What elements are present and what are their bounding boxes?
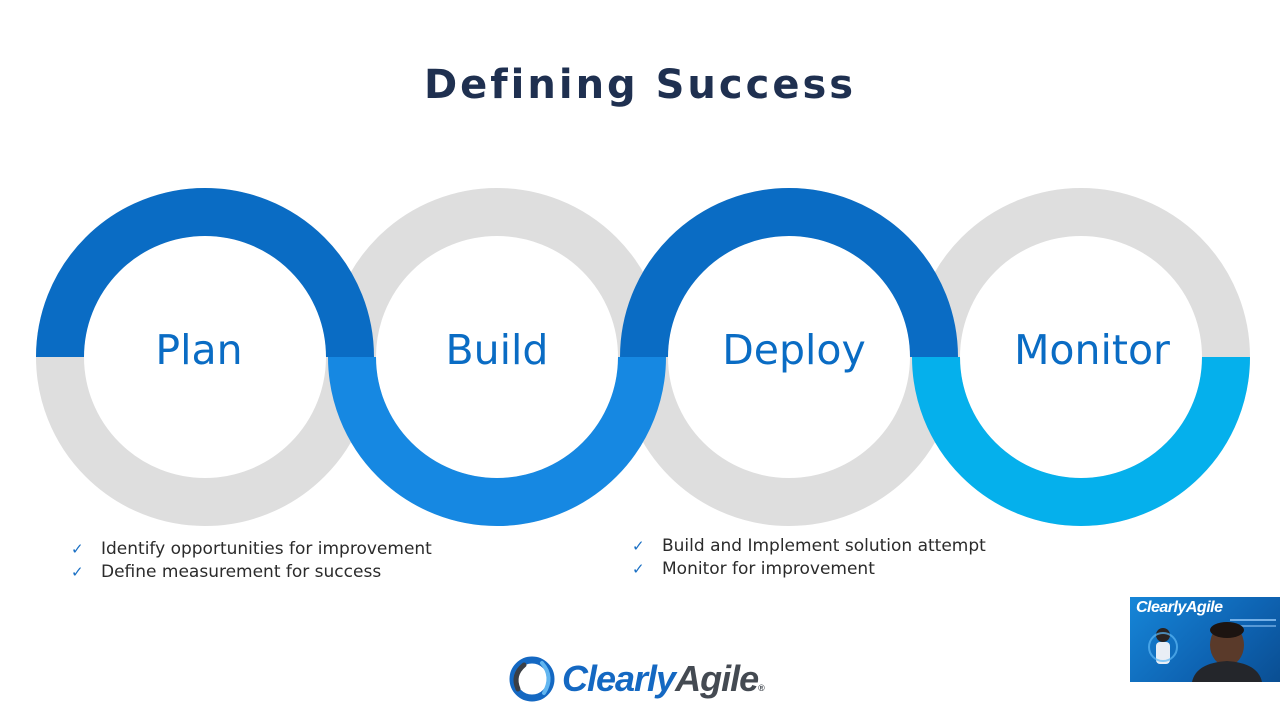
stage-label-monitor: Monitor [1014, 326, 1170, 374]
webcam-brand-text: ClearlyAgile [1136, 599, 1223, 616]
stage-label-deploy: Deploy [722, 326, 866, 374]
slide-title: Defining Success [423, 62, 857, 108]
clearlyagile-logo: ClearlyAgile® [508, 655, 778, 703]
stage-label-build: Build [445, 326, 549, 374]
ring-build-arc [328, 356, 666, 526]
ring-deploy-arc [620, 188, 958, 358]
list-item: ✓ Identify opportunities for improvement [71, 538, 432, 561]
checkmark-icon: ✓ [71, 562, 84, 581]
presenter-webcam-overlay: ClearlyAgile [1130, 597, 1280, 682]
checkmark-icon: ✓ [71, 540, 84, 558]
swirl-logo-icon [509, 656, 555, 702]
bullet-list-left: ✓ Identify opportunities for improvement… [71, 538, 432, 583]
list-item: ✓ Define measurement for success [71, 561, 432, 584]
bullet-text: Monitor for improvement [662, 558, 875, 579]
checkmark-icon: ✓ [632, 537, 645, 555]
bullet-text: Build and Implement solution attempt [662, 536, 986, 556]
bullet-text: Identify opportunities for improvement [101, 539, 432, 559]
checkmark-icon: ✓ [632, 559, 645, 578]
logo-part-agile: Agile [675, 658, 759, 699]
registered-mark: ® [758, 683, 765, 693]
list-item: ✓ Monitor for improvement [632, 558, 986, 581]
presenter-video-frame [1148, 619, 1276, 682]
stage-label-plan: Plan [155, 326, 243, 374]
bullet-text: Define measurement for success [101, 561, 382, 582]
ring-monitor-arc [912, 356, 1250, 526]
ring-plan-arc [36, 188, 374, 358]
logo-part-clearly: Clearly [562, 658, 676, 699]
list-item: ✓ Build and Implement solution attempt [632, 535, 986, 558]
bullet-list-right: ✓ Build and Implement solution attempt ✓… [632, 535, 986, 580]
logo-wordmark: ClearlyAgile® [562, 659, 765, 708]
